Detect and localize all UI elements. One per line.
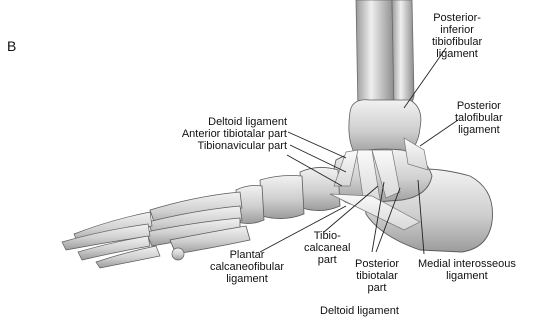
label-plantar-calcaneofibular: Plantar calcaneofibular ligament <box>210 249 284 285</box>
label-posterior-inferior-tibiofibular: Posterior- inferior tibiofibular ligamen… <box>432 12 482 60</box>
label-medial-interosseous: Medial interosseous ligament <box>418 258 516 282</box>
metatarsals <box>146 192 250 254</box>
leg-bones <box>349 0 421 156</box>
label-deltoid-ligament-bottom: Deltoid ligament <box>320 305 399 317</box>
label-deltoid-ligament-top: Deltoid ligament Anterior tibiotalar par… <box>150 116 287 152</box>
label-posterior-talofibular: Posterior talofibular ligament <box>455 100 503 136</box>
label-tibiocalcaneal-part: Tibio- calcaneal part <box>304 230 350 266</box>
label-posterior-tibiotalar-part: Posterior tibiotalar part <box>355 258 399 294</box>
